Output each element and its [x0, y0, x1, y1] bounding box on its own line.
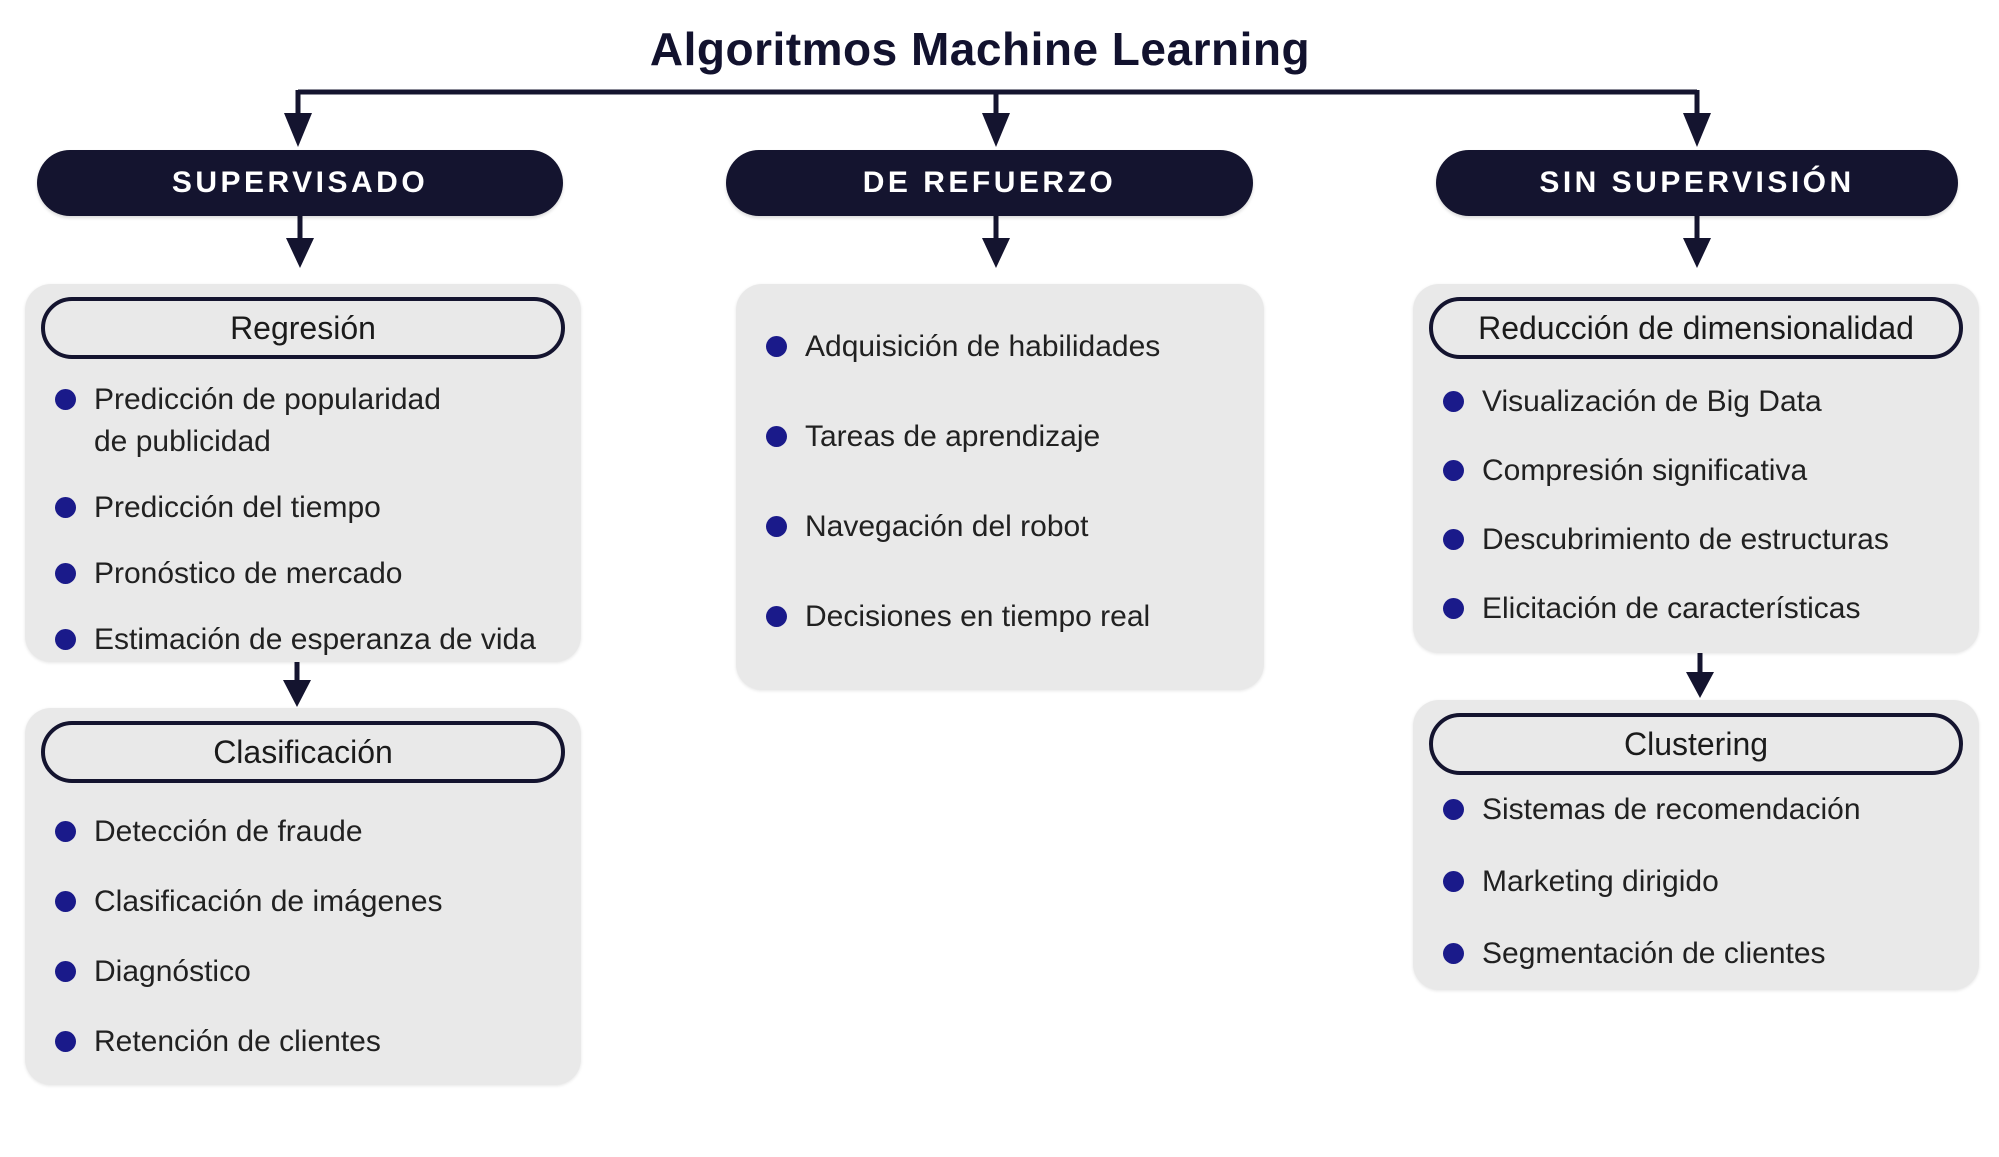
arrow-down-icon [982, 113, 1010, 147]
list-item: Detección de fraude [55, 811, 557, 853]
card-clasificacion: Clasificación Detección de fraude Clasif… [25, 708, 581, 1085]
list-item: Estimación de esperanza de vida [55, 619, 557, 661]
card-header-label: Clasificación [213, 733, 393, 770]
branch-pill-supervisado: SUPERVISADO [37, 150, 563, 216]
card-header-label: Reducción de dimensionalidad [1478, 309, 1914, 346]
list-item: Predicción de popularidad de publicidad [55, 379, 557, 463]
list-item: Pronóstico de mercado [55, 553, 557, 595]
bullet-list: Detección de fraude Clasificación de imá… [25, 783, 581, 1063]
arrow-down-icon [1683, 238, 1711, 268]
branch-label: DE REFUERZO [862, 166, 1117, 199]
arrow-down-icon [1683, 113, 1711, 147]
list-item: Tareas de aprendizaje [766, 416, 1240, 458]
list-item: Predicción del tiempo [55, 487, 557, 529]
card-header-clasificacion: Clasificación [41, 721, 565, 783]
arrow-down-icon [286, 238, 314, 268]
pill-to-card-arrows [286, 212, 1711, 268]
list-item: Elicitación de características [1443, 588, 1955, 630]
list-item: Marketing dirigido [1443, 861, 1955, 903]
card-header-clustering: Clustering [1429, 713, 1963, 775]
arrow-down-icon [284, 113, 312, 147]
branch-pill-de-refuerzo: DE REFUERZO [726, 150, 1253, 216]
card-regresion: Regresión Predicción de popularidad de p… [25, 284, 581, 662]
arrow-down-icon [1686, 672, 1714, 698]
card-header-regresion: Regresión [41, 297, 565, 359]
list-item: Compresión significativa [1443, 450, 1955, 492]
diagram-title: Algoritmos Machine Learning [649, 23, 1311, 75]
arrow-down-icon [283, 680, 311, 707]
card-header-label: Regresión [230, 309, 376, 346]
card-reduccion-dimensionalidad: Reducción de dimensionalidad Visualizaci… [1413, 284, 1979, 653]
card-clustering: Clustering Sistemas de recomendación Mar… [1413, 700, 1979, 990]
card-header-label: Clustering [1623, 725, 1769, 762]
branch-pill-sin-supervision: SIN SUPERVISIÓN [1436, 150, 1958, 216]
list-item: Descubrimiento de estructuras [1443, 519, 1955, 561]
list-item: Clasificación de imágenes [55, 881, 557, 923]
list-item: Visualización de Big Data [1443, 381, 1955, 423]
list-item: Adquisición de habilidades [766, 326, 1240, 368]
list-item: Retención de clientes [55, 1021, 557, 1063]
top-connector [284, 89, 1711, 147]
bullet-list: Visualización de Big Data Compresión sig… [1413, 359, 1979, 630]
list-item: Decisiones en tiempo real [766, 596, 1240, 638]
arrow-down-icon [982, 238, 1010, 268]
bullet-list: Sistemas de recomendación Marketing diri… [1413, 775, 1979, 975]
card-header-reduccion: Reducción de dimensionalidad [1429, 297, 1963, 359]
list-item: Diagnóstico [55, 951, 557, 993]
list-item: Segmentación de clientes [1443, 933, 1955, 975]
list-item: Navegación del robot [766, 506, 1240, 548]
bullet-list: Adquisición de habilidades Tareas de apr… [736, 284, 1264, 638]
bullet-list: Predicción de popularidad de publicidad … [25, 359, 581, 661]
branch-label: SIN SUPERVISIÓN [1539, 166, 1855, 199]
branch-label: SUPERVISADO [171, 166, 429, 199]
card-de-refuerzo: Adquisición de habilidades Tareas de apr… [736, 284, 1264, 690]
list-item: Sistemas de recomendación [1443, 789, 1955, 831]
